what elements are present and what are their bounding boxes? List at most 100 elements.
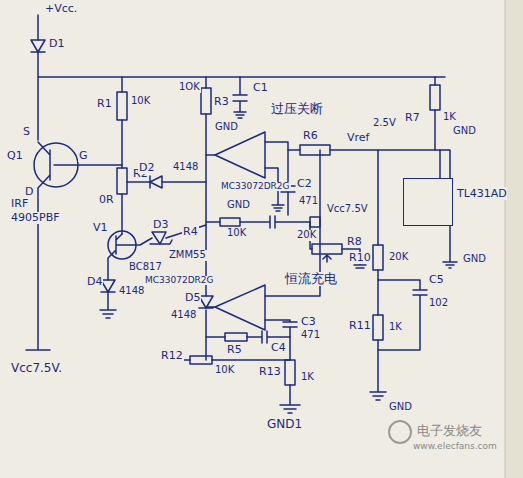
next-page — [505, 0, 523, 478]
part-label: Vcc7.5V. — [10, 362, 63, 375]
part-label: R5 — [226, 344, 243, 356]
part-label: GND — [226, 200, 251, 211]
part-label: 4148 — [118, 286, 145, 297]
opamp-symbol — [215, 132, 265, 178]
supply-rail — [38, 15, 445, 140]
resistor-symbol — [300, 145, 330, 155]
ground-symbol — [280, 385, 300, 413]
part-label: S — [22, 126, 31, 138]
diode-bar — [149, 176, 151, 188]
pot-body — [310, 217, 320, 227]
resistor-symbol — [201, 88, 211, 114]
part-label: 电子发烧友 — [416, 424, 483, 438]
part-label: Vref — [346, 132, 370, 144]
part-label: R13 — [258, 366, 282, 378]
part-label: 471 — [300, 330, 321, 341]
wire — [440, 150, 450, 178]
part-label: R6 — [302, 130, 319, 142]
part-label: 0R — [98, 194, 115, 206]
watermark-logo — [389, 421, 411, 443]
ground-symbol — [272, 190, 284, 211]
part-label: C2 — [296, 178, 313, 190]
resistor-symbol — [225, 333, 247, 341]
diode-bar — [31, 51, 45, 53]
wire — [206, 216, 310, 228]
transistor-leads — [108, 234, 152, 280]
capacitor-symbol — [378, 280, 427, 350]
resistor-symbol — [373, 315, 383, 340]
part-label: 1K — [300, 372, 315, 383]
part-label: R11 — [348, 320, 372, 332]
part-label: V1 — [92, 222, 109, 234]
part-label: 10K — [226, 228, 247, 239]
part-label: D — [24, 186, 34, 198]
part-label: 471 — [298, 196, 319, 207]
part-label: R3 — [213, 96, 230, 108]
diode-symbol — [31, 40, 45, 52]
part-label: 1K — [388, 322, 403, 333]
part-label: MC33072DR2G — [144, 276, 215, 285]
part-label: R8 — [346, 236, 363, 248]
wire — [434, 77, 436, 150]
part-label: 过压关断 — [270, 102, 324, 116]
wire — [199, 150, 320, 360]
part-label: R7 — [404, 112, 421, 124]
resistor-symbol — [373, 245, 383, 270]
resistor-symbol — [285, 360, 295, 385]
part-label: D4 — [86, 276, 103, 288]
part-label: R1 — [96, 98, 113, 110]
part-label: C1 — [252, 82, 269, 94]
part-label: D2 — [138, 162, 155, 174]
part-label: D3 — [152, 219, 169, 231]
resistor-symbol — [117, 92, 127, 120]
part-label: D1 — [48, 38, 65, 50]
part-label: R10 — [348, 252, 372, 264]
wire — [370, 150, 386, 400]
wire — [121, 194, 123, 234]
ic-name: TL431AD — [457, 187, 507, 200]
part-label: GND — [214, 122, 239, 133]
part-label: IRF — [10, 198, 29, 210]
capacitor-symbol — [233, 77, 247, 118]
potentiometer-symbol — [312, 244, 342, 254]
part-label: 4148 — [170, 310, 197, 321]
zener-symbol — [152, 232, 166, 244]
part-label: 2.5V — [372, 118, 397, 129]
part-label: GND — [462, 254, 487, 265]
opamp-symbol — [215, 285, 265, 330]
part-label: 10K — [130, 96, 151, 107]
resistor-symbol — [190, 356, 212, 364]
part-label: 20K — [296, 230, 317, 241]
part-label: Q1 — [6, 150, 24, 162]
part-label: D5 — [184, 292, 201, 304]
part-label: 10K — [214, 365, 235, 376]
ground-symbol — [100, 292, 116, 318]
wire — [180, 359, 290, 361]
part-label: ZMM55 — [168, 250, 207, 261]
wire — [205, 77, 207, 360]
part-label: Vcc7.5V — [326, 204, 369, 215]
part-label: MC33072DR2G — [220, 182, 291, 191]
part-label: 4148 — [172, 162, 199, 173]
page-edge — [505, 0, 506, 478]
diode-symbol — [150, 176, 162, 188]
part-label: R4 — [182, 226, 199, 238]
part-label: GND1 — [266, 418, 303, 431]
part-label: R12 — [160, 350, 184, 362]
part-label: 20K — [388, 252, 409, 263]
part-label: 4905PBF — [10, 212, 61, 224]
resistor-symbol — [220, 218, 240, 226]
part-label: 1K — [442, 112, 457, 123]
wire — [121, 77, 123, 168]
part-label: C5 — [428, 274, 445, 286]
part-label: GND — [452, 126, 477, 137]
ground-symbol — [443, 226, 457, 268]
part-label: C4 — [270, 342, 287, 354]
wire — [127, 181, 206, 183]
part-label: 1OK — [178, 82, 201, 93]
part-label: 102 — [428, 298, 449, 309]
resistor-symbol — [117, 168, 127, 194]
part-label: GND — [388, 402, 413, 413]
part-label: G — [78, 150, 89, 162]
ic-box: TL431AD — [403, 178, 453, 226]
